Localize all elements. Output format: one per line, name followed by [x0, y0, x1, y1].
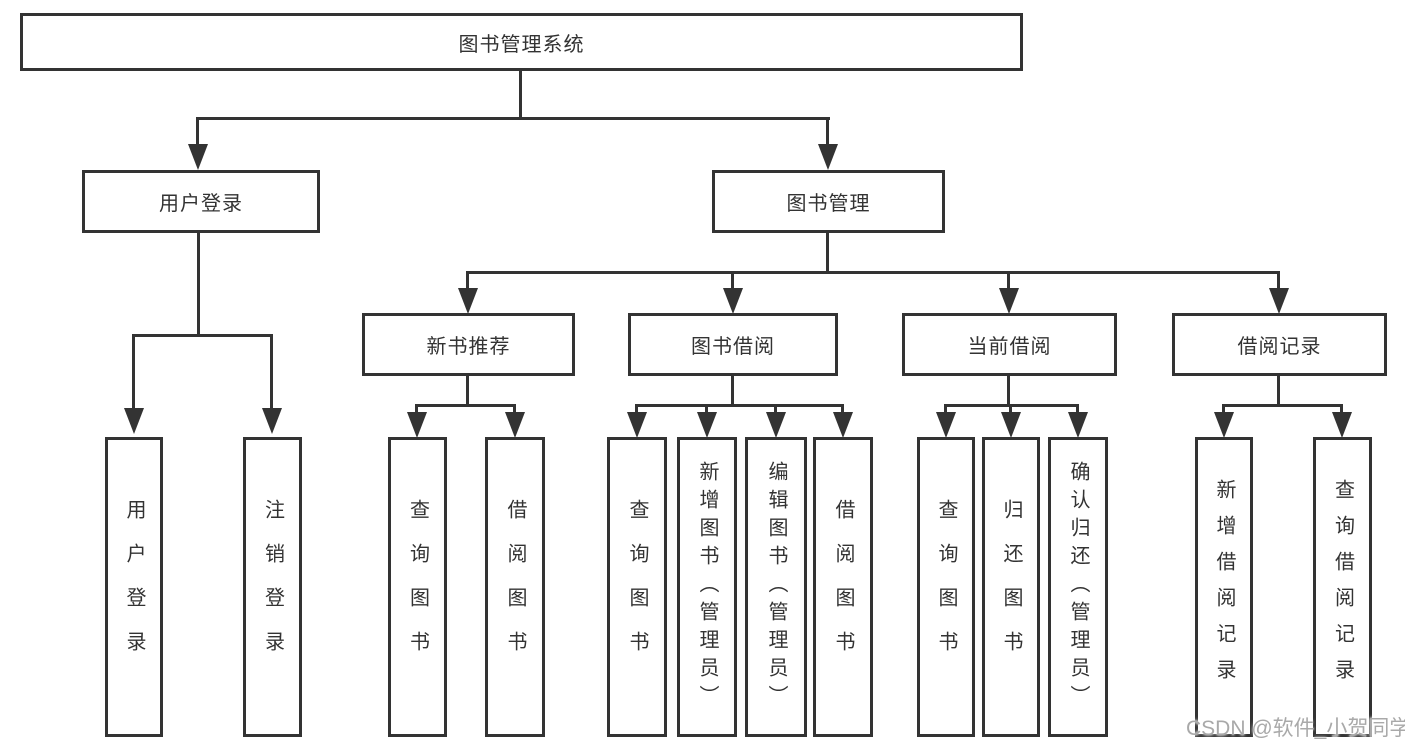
arrow-down-icon	[458, 288, 478, 314]
leaf-borrow-books-borrowing: 借阅图书	[813, 437, 873, 737]
arrow-down-icon	[627, 412, 647, 438]
arrow-stem	[774, 404, 777, 414]
arrow-stem	[1222, 404, 1225, 414]
arrow-stem	[415, 404, 418, 414]
node-label: 图书借阅	[691, 336, 775, 358]
leaf-label: 用户登录	[123, 499, 145, 675]
arrow-stem	[466, 271, 469, 290]
leaf-label: 查询图书	[406, 499, 429, 675]
connector-vline	[1277, 376, 1280, 406]
leaf-logout-login: 注销登录	[243, 437, 302, 737]
arrow-down-icon	[1332, 412, 1352, 438]
leaf-label: 归还图书	[1000, 499, 1022, 675]
node-system-root: 图书管理系统	[20, 13, 1023, 71]
leaf-label: 新增图书（管理员）	[696, 461, 718, 713]
arrow-stem	[826, 117, 829, 146]
leaf-label: 编辑图书（管理员）	[765, 461, 787, 713]
arrow-down-icon	[124, 408, 144, 434]
arrow-stem	[1076, 404, 1079, 414]
connector-hline	[415, 404, 516, 407]
arrow-down-icon	[188, 144, 208, 170]
leaf-label: 借阅图书	[504, 499, 526, 675]
connector-vline	[1007, 376, 1010, 406]
leaf-user-login: 用户登录	[105, 437, 163, 737]
node-book-management: 图书管理	[712, 170, 945, 233]
watermark: CSDN @软件_小贺同学	[1186, 717, 1405, 740]
arrow-down-icon	[262, 408, 282, 434]
leaf-label: 查询图书	[935, 499, 957, 675]
arrow-stem	[196, 117, 199, 146]
connector-hline	[197, 117, 830, 120]
arrow-stem	[132, 334, 135, 410]
leaf-edit-books-admin: 编辑图书（管理员）	[745, 437, 807, 737]
arrow-down-icon	[697, 412, 717, 438]
arrow-down-icon	[407, 412, 427, 438]
arrow-down-icon	[723, 288, 743, 314]
arrow-down-icon	[1068, 412, 1088, 438]
leaf-query-books-recommend: 查询图书	[388, 437, 447, 737]
connector-vline	[826, 233, 829, 274]
arrow-stem	[1007, 271, 1010, 290]
connector-hline	[466, 271, 1280, 274]
leaf-confirm-return-admin: 确认归还（管理员）	[1048, 437, 1108, 737]
node-borrowing-records: 借阅记录	[1172, 313, 1387, 376]
node-label: 图书管理	[786, 193, 871, 215]
arrow-down-icon	[833, 412, 853, 438]
arrow-stem	[1277, 271, 1280, 290]
arrow-stem	[944, 404, 947, 414]
node-label: 图书管理系统	[458, 33, 585, 56]
arrow-down-icon	[1214, 412, 1234, 438]
leaf-return-books: 归还图书	[982, 437, 1040, 737]
arrow-down-icon	[766, 412, 786, 438]
arrow-stem	[635, 404, 638, 414]
arrow-stem	[1340, 404, 1343, 414]
node-user-login: 用户登录	[82, 170, 320, 233]
arrow-stem	[513, 404, 516, 414]
leaf-label: 借阅图书	[832, 499, 854, 675]
arrow-stem	[1009, 404, 1012, 414]
arrow-stem	[731, 271, 734, 290]
leaf-query-borrow-record: 查询借阅记录	[1313, 437, 1372, 737]
connector-hline	[1222, 404, 1343, 407]
arrow-down-icon	[505, 412, 525, 438]
node-label: 新书推荐	[426, 336, 511, 358]
leaf-label: 注销登录	[261, 499, 284, 675]
connector-hline	[132, 334, 273, 337]
arrow-down-icon	[936, 412, 956, 438]
node-label: 用户登录	[159, 193, 243, 215]
node-label: 当前借阅	[967, 336, 1052, 358]
arrow-stem	[270, 334, 273, 410]
leaf-label: 确认归还（管理员）	[1067, 461, 1089, 713]
connector-vline	[197, 233, 200, 337]
leaf-label: 查询图书	[626, 499, 648, 675]
connector-vline	[731, 376, 734, 406]
connector-vline	[519, 70, 522, 119]
leaf-label: 查询借阅记录	[1331, 479, 1354, 695]
leaf-borrow-books-recommend: 借阅图书	[485, 437, 545, 737]
arrow-down-icon	[999, 288, 1019, 314]
connector-vline	[466, 376, 469, 406]
node-new-book-recommendation: 新书推荐	[362, 313, 575, 376]
arrow-down-icon	[1269, 288, 1289, 314]
leaf-query-books-current: 查询图书	[917, 437, 975, 737]
arrow-down-icon	[818, 144, 838, 170]
leaf-add-books-admin: 新增图书（管理员）	[677, 437, 737, 737]
connector-hline	[635, 404, 844, 407]
arrow-stem	[705, 404, 708, 414]
leaf-add-borrow-record: 新增借阅记录	[1195, 437, 1253, 737]
node-book-borrowing: 图书借阅	[628, 313, 838, 376]
arrow-down-icon	[1001, 412, 1021, 438]
node-current-borrowing: 当前借阅	[902, 313, 1117, 376]
leaf-label: 新增借阅记录	[1213, 479, 1235, 695]
arrow-stem	[841, 404, 844, 414]
node-label: 借阅记录	[1237, 336, 1322, 358]
leaf-query-books-borrowing: 查询图书	[607, 437, 667, 737]
